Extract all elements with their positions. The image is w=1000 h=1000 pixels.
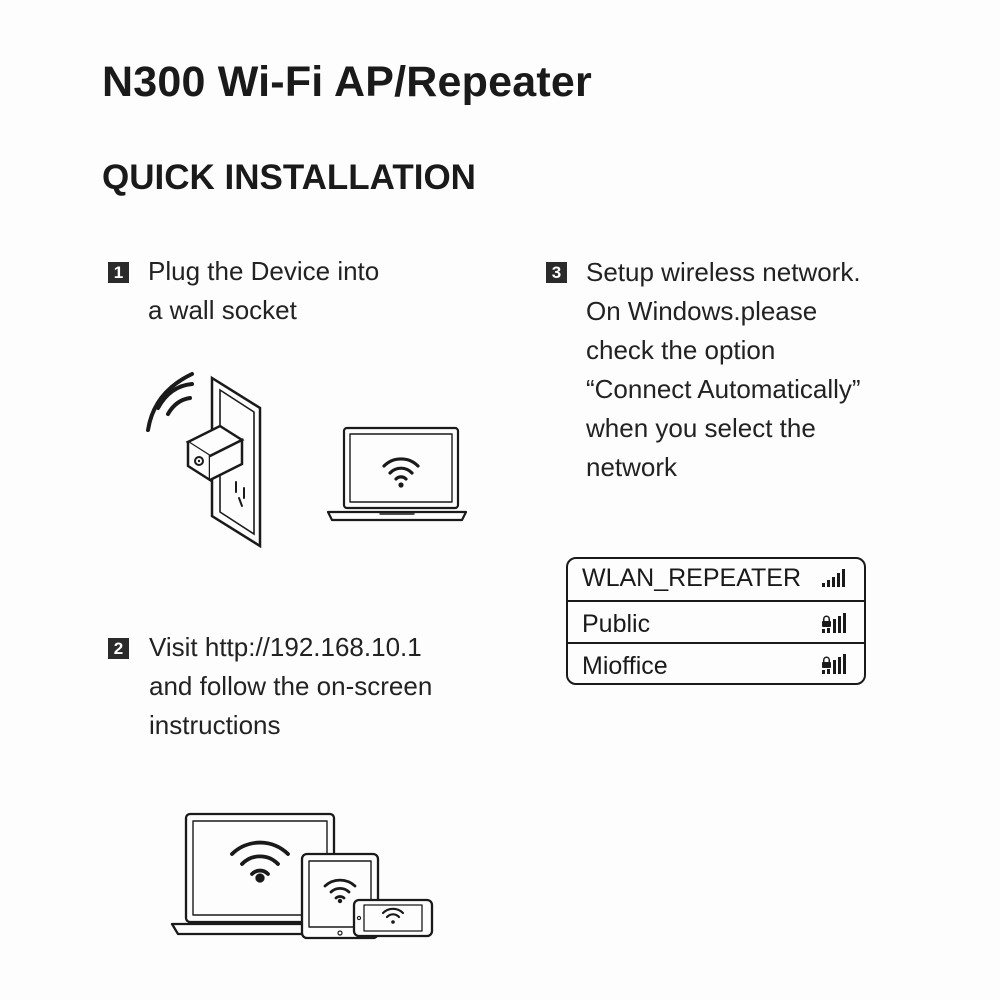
network-name: WLAN_REPEATER xyxy=(582,564,802,592)
devices-wifi-icon xyxy=(170,812,434,940)
step-3-number: 3 xyxy=(546,262,567,283)
repeater-in-socket-icon xyxy=(146,372,262,549)
document-title: N300 Wi-Fi AP/Repeater xyxy=(102,58,592,106)
secured-signal-icon xyxy=(822,654,846,674)
network-row[interactable]: WLAN_REPEATER xyxy=(568,559,864,601)
step-3-line: On Windows.please xyxy=(586,296,818,326)
laptop-wifi-icon xyxy=(326,426,468,522)
step-2-line: instructions xyxy=(149,710,281,740)
step-3-text: Setup wireless network. On Windows.pleas… xyxy=(586,253,861,487)
network-name: Mioffice xyxy=(582,652,668,680)
signal-bars-icon xyxy=(822,569,845,587)
network-row[interactable]: Public xyxy=(568,600,864,642)
step-3-line: check the option xyxy=(586,335,776,365)
step-3-line: when you select the xyxy=(586,413,816,443)
step-2-line: and follow the on-screen xyxy=(149,671,433,701)
step-3-line: “Connect Automatically” xyxy=(586,374,861,404)
step-2-text: Visit http://192.168.10.1 and follow the… xyxy=(149,628,432,745)
step-1-line: Plug the Device into xyxy=(148,256,380,286)
wireless-network-list: WLAN_REPEATER Public Mioffice xyxy=(566,557,866,685)
step-3-line: Setup wireless network. xyxy=(586,257,861,287)
step-3-line: network xyxy=(586,452,678,482)
network-name: Public xyxy=(582,610,651,638)
step-1-line: a wall socket xyxy=(148,295,297,325)
step-2-line: Visit http://192.168.10.1 xyxy=(149,632,422,662)
step-1-number: 1 xyxy=(108,262,129,283)
step-1-text: Plug the Device into a wall socket xyxy=(148,252,379,330)
network-row[interactable]: Mioffice xyxy=(568,642,864,684)
step-2-number: 2 xyxy=(108,638,129,659)
section-title: QUICK INSTALLATION xyxy=(102,158,476,197)
secured-signal-icon xyxy=(822,613,846,633)
